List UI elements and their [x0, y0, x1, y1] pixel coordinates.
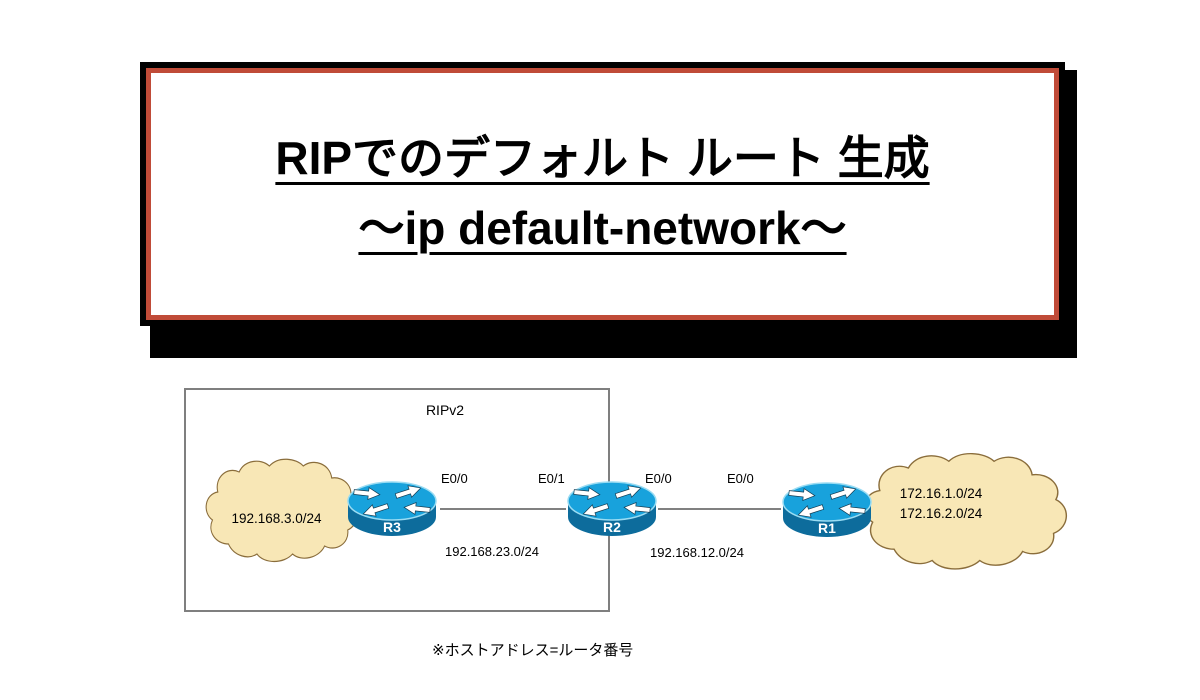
- router-arrows-icon: [353, 485, 431, 517]
- title-box-inner: RIPでのデフォルト ルート 生成 ～ip default-network～: [146, 68, 1059, 320]
- router-name: R1: [818, 520, 836, 536]
- router-r1: R1: [782, 482, 872, 537]
- router-r2: R2: [567, 481, 657, 536]
- link-network-label-23: 192.168.23.0/24: [445, 544, 539, 559]
- link-r2-r1: [658, 508, 781, 510]
- interface-label-r3-e00: E0/0: [441, 471, 468, 486]
- router-r3: R3: [347, 481, 437, 536]
- router-name: R3: [383, 519, 401, 535]
- router-top: [567, 481, 657, 521]
- network-cloud-right: [863, 452, 1068, 570]
- link-r3-r2: [440, 508, 566, 510]
- title-box: RIPでのデフォルト ルート 生成 ～ip default-network～: [140, 62, 1065, 326]
- router-top: [347, 481, 437, 521]
- cloud-shape: [205, 458, 358, 563]
- router-top: [782, 482, 872, 522]
- ripv2-domain-label: RIPv2: [425, 402, 465, 418]
- right-cloud-network-label-1: 172.16.1.0/24: [899, 486, 983, 501]
- interface-label-r2-e01: E0/1: [538, 471, 565, 486]
- interface-label-r2-e00: E0/0: [645, 471, 672, 486]
- page-title-line2-text: ～ip default-network～: [358, 202, 847, 254]
- link-network-label-12: 192.168.12.0/24: [650, 545, 744, 560]
- cloud-shape: [863, 452, 1068, 570]
- interface-label-r1-e00: E0/0: [727, 471, 754, 486]
- router-arrows-icon: [788, 486, 866, 518]
- left-cloud-network-label: 192.168.3.0/24: [231, 511, 322, 526]
- page-title-line2: ～ip default-network～: [151, 193, 1054, 263]
- footnote: ※ホストアドレス=ルータ番号: [432, 642, 634, 659]
- page-title-line1-text: RIPでのデフォルト ルート 生成: [275, 132, 930, 184]
- right-cloud-network-label-2: 172.16.2.0/24: [899, 506, 983, 521]
- router-name: R2: [603, 519, 621, 535]
- page-title-line1: RIPでのデフォルト ルート 生成: [151, 123, 1054, 193]
- network-cloud-left: [205, 458, 358, 563]
- right-cloud-network-labels: 172.16.1.0/24 172.16.2.0/24: [835, 484, 1047, 524]
- router-arrows-icon: [573, 485, 651, 517]
